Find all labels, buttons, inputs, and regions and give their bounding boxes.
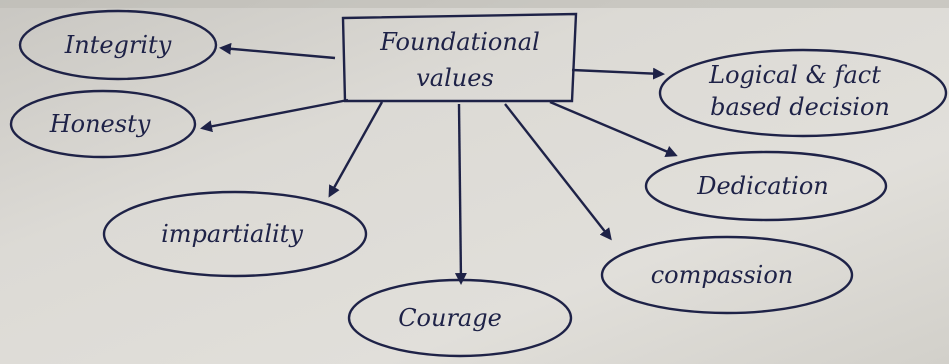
label-courage: Courage xyxy=(398,304,502,332)
center-label-line1: Foundational xyxy=(379,28,540,56)
ellipse-impartiality xyxy=(102,190,368,278)
node-integrity: Integrity xyxy=(18,9,218,81)
node-courage: Courage xyxy=(347,278,573,358)
arrow-to-honesty xyxy=(200,98,349,133)
arrow-to-impartiality xyxy=(328,101,384,198)
ellipse-compassion xyxy=(600,235,854,315)
arrow-to-dedication xyxy=(549,100,678,158)
paper-shadow xyxy=(0,0,949,8)
label-integrity: Integrity xyxy=(64,31,172,59)
center-node: Foundational values xyxy=(341,12,578,103)
label-dedication: Dedication xyxy=(696,172,828,200)
arrow-to-logical xyxy=(571,67,665,80)
ellipse-logical xyxy=(658,48,948,138)
label-honesty: Honesty xyxy=(49,110,151,138)
label-logical-line2: based decision xyxy=(710,93,890,121)
ellipse-honesty xyxy=(9,89,197,159)
center-box xyxy=(341,12,578,103)
ellipse-integrity xyxy=(18,9,218,81)
node-compassion: compassion xyxy=(600,235,854,315)
label-impartiality: impartiality xyxy=(161,220,303,248)
ellipse-dedication xyxy=(644,150,888,222)
center-label-line2: values xyxy=(416,64,494,92)
label-compassion: compassion xyxy=(651,261,794,289)
label-logical-line1: Logical & fact xyxy=(708,61,881,89)
arrows xyxy=(200,42,678,285)
node-dedication: Dedication xyxy=(644,150,888,222)
node-honesty: Honesty xyxy=(9,89,197,159)
node-impartiality: impartiality xyxy=(102,190,368,278)
arrow-to-courage xyxy=(454,103,467,285)
arrow-to-compassion xyxy=(504,103,612,241)
node-logical: Logical & fact based decision xyxy=(658,48,948,138)
ellipse-courage xyxy=(347,278,573,358)
arrow-to-integrity xyxy=(219,42,336,60)
